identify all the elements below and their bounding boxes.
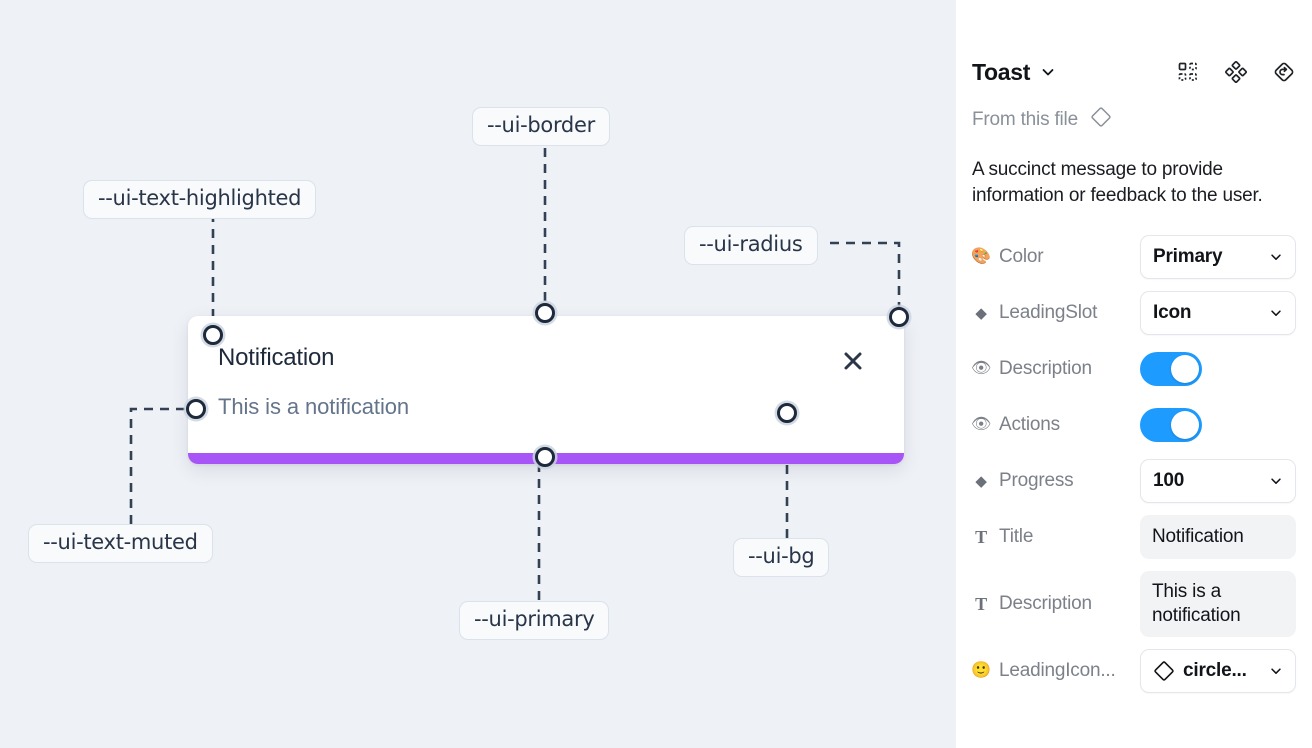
- description-input[interactable]: This is a notification: [1140, 571, 1296, 637]
- text-t-icon: T: [975, 527, 987, 547]
- property-name-color: Color: [999, 246, 1044, 267]
- chevron-down-icon[interactable]: [1040, 64, 1056, 80]
- property-row-title: T Title Notification: [972, 515, 1296, 559]
- handle-ui-text-muted[interactable]: [186, 399, 206, 419]
- from-this-file-label: From this file: [972, 108, 1078, 130]
- variants-grid-icon[interactable]: [1176, 60, 1200, 84]
- handle-ui-text-highlighted[interactable]: [203, 325, 223, 345]
- annotation-ui-bg[interactable]: --ui-bg: [733, 538, 830, 577]
- wire-ui-radius: [830, 241, 901, 317]
- wire-ui-text-muted: [129, 407, 196, 524]
- component-diamonds-icon[interactable]: [1224, 60, 1248, 84]
- panel-header-icons: [1176, 60, 1296, 84]
- properties-panel: Toast: [956, 0, 1312, 748]
- property-row-progress: ◆ Progress 100: [972, 459, 1296, 503]
- annotation-ui-primary[interactable]: --ui-primary: [459, 601, 610, 640]
- diamond-filled-icon: ◆: [975, 304, 987, 322]
- palette-emoji-icon: 🎨: [972, 248, 991, 265]
- chevron-down-icon: [1269, 664, 1283, 678]
- eye-emoji-icon: 👁: [972, 360, 992, 377]
- property-label-leading-slot: ◆ LeadingSlot: [972, 302, 1140, 324]
- leading-icon-select-value: circle...: [1183, 660, 1247, 681]
- chevron-down-icon: [1269, 474, 1283, 488]
- property-row-leading-slot: ◆ LeadingSlot Icon: [972, 291, 1296, 335]
- property-name-leading-slot: LeadingSlot: [999, 302, 1098, 323]
- toggle-knob: [1171, 411, 1199, 439]
- property-list: 🎨 Color Primary ◆ LeadingSlot: [972, 235, 1296, 693]
- design-canvas[interactable]: Notification This is a notification --ui…: [0, 0, 956, 748]
- text-t-icon: T: [975, 594, 987, 614]
- toast-title: Notification: [218, 344, 335, 371]
- property-label-leading-icon: 🙂 LeadingIcon...: [972, 660, 1140, 682]
- annotation-ui-text-muted[interactable]: --ui-text-muted: [28, 524, 213, 563]
- chevron-down-icon: [1269, 306, 1283, 320]
- handle-ui-border[interactable]: [535, 303, 555, 323]
- from-this-file-row[interactable]: From this file: [972, 106, 1296, 133]
- leading-slot-select[interactable]: Icon: [1140, 291, 1296, 335]
- property-row-description-text: T Description This is a notification: [972, 571, 1296, 637]
- chevron-down-icon: [1269, 250, 1283, 264]
- eye-emoji-icon: 👁: [972, 416, 992, 433]
- leading-slot-select-value: Icon: [1153, 302, 1192, 323]
- property-name-leading-icon: LeadingIcon...: [999, 660, 1116, 681]
- panel-header: Toast: [972, 44, 1296, 100]
- description-toggle[interactable]: [1140, 352, 1202, 386]
- property-label-color: 🎨 Color: [972, 246, 1140, 268]
- diamond-outline-icon: [1090, 106, 1112, 133]
- progress-select[interactable]: 100: [1140, 459, 1296, 503]
- handle-ui-radius[interactable]: [889, 307, 909, 327]
- property-row-color: 🎨 Color Primary: [972, 235, 1296, 279]
- property-label-description: 👁 Description: [972, 358, 1140, 380]
- handle-ui-bg[interactable]: [777, 403, 797, 423]
- property-row-description: 👁 Description: [972, 347, 1296, 391]
- reset-instance-icon[interactable]: [1272, 60, 1296, 84]
- component-description: A succinct message to provide informatio…: [972, 159, 1263, 206]
- property-row-leading-icon: 🙂 LeadingIcon... circle...: [972, 649, 1296, 693]
- property-label-description-text: T Description: [972, 593, 1140, 615]
- property-name-actions: Actions: [999, 414, 1060, 435]
- property-label-progress: ◆ Progress: [972, 470, 1140, 492]
- panel-title: Toast: [972, 58, 1031, 85]
- color-select-value: Primary: [1153, 246, 1223, 267]
- property-label-title: T Title: [972, 526, 1140, 548]
- handle-ui-primary[interactable]: [535, 447, 555, 467]
- diamond-filled-icon: ◆: [975, 472, 987, 490]
- property-row-actions: 👁 Actions: [972, 403, 1296, 447]
- property-name-description: Description: [999, 358, 1092, 379]
- color-select[interactable]: Primary: [1140, 235, 1296, 279]
- annotation-ui-text-highlighted[interactable]: --ui-text-highlighted: [83, 180, 317, 219]
- annotation-ui-radius[interactable]: --ui-radius: [684, 226, 818, 265]
- actions-toggle[interactable]: [1140, 408, 1202, 442]
- close-icon[interactable]: [840, 348, 866, 374]
- property-name-description-text: Description: [999, 593, 1092, 614]
- toggle-knob: [1171, 355, 1199, 383]
- property-name-title: Title: [999, 526, 1034, 547]
- leading-icon-select[interactable]: circle...: [1140, 649, 1296, 693]
- title-input[interactable]: Notification: [1140, 515, 1296, 559]
- toast-description: This is a notification: [218, 394, 409, 419]
- property-label-actions: 👁 Actions: [972, 414, 1140, 436]
- property-name-progress: Progress: [999, 470, 1074, 491]
- progress-select-value: 100: [1153, 470, 1185, 491]
- toast-preview-card[interactable]: Notification This is a notification: [188, 316, 904, 464]
- diamond-outline-icon: [1153, 660, 1175, 682]
- smiley-emoji-icon: 🙂: [972, 662, 991, 679]
- annotation-ui-border[interactable]: --ui-border: [472, 107, 610, 146]
